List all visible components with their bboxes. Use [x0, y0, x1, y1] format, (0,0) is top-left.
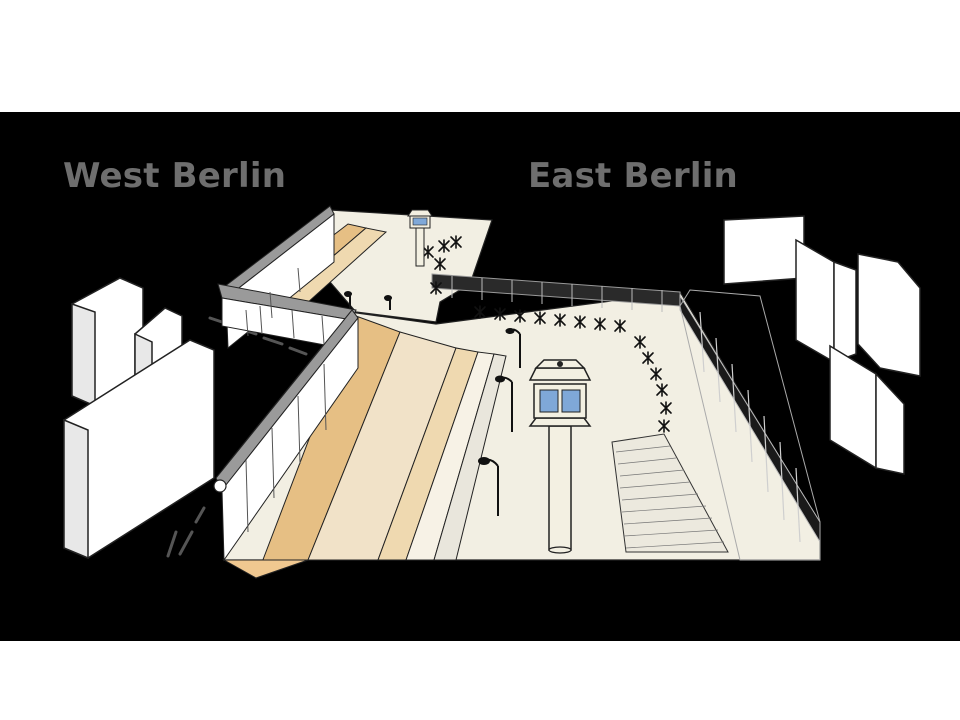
tank-traps — [422, 235, 672, 433]
building-east-1 — [723, 215, 805, 285]
building-east-4 — [829, 344, 905, 475]
lamp-3 — [505, 328, 521, 368]
inner-fence — [431, 273, 821, 561]
building-east-2 — [795, 238, 857, 364]
lamp-5 — [384, 295, 392, 310]
building-west-3 — [63, 339, 215, 560]
diagram-panel: West Berlin East Berlin — [0, 112, 960, 641]
watchtower-far — [407, 209, 433, 267]
building-east-3 — [857, 253, 921, 377]
street-lamps — [344, 291, 521, 516]
building-west-1 — [71, 277, 144, 408]
west-buildings — [63, 277, 215, 560]
lamp-4 — [344, 291, 352, 308]
watchtower-near — [528, 359, 592, 554]
border-wall — [213, 205, 359, 562]
east-berlin-label: East Berlin — [528, 156, 738, 196]
west-berlin-label: West Berlin — [63, 156, 287, 196]
berlin-wall-scene — [63, 205, 921, 579]
lamp-2 — [495, 375, 513, 432]
lamp-1 — [478, 457, 499, 516]
east-buildings — [723, 215, 921, 475]
